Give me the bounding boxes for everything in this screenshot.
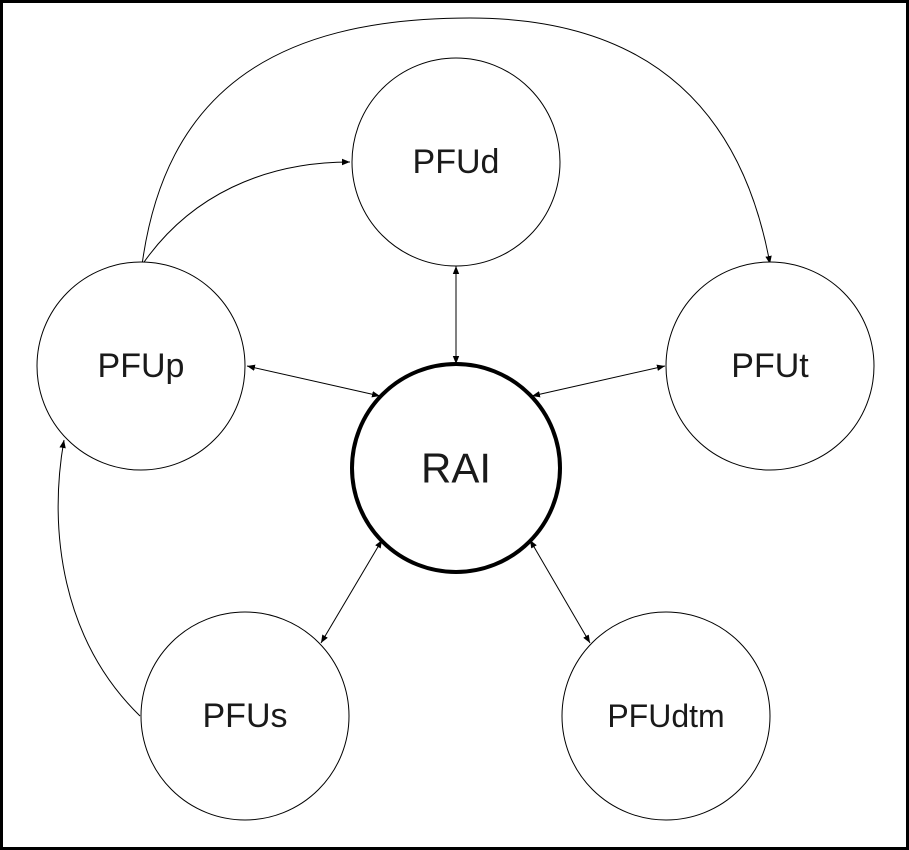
edge-pfup-pfut: [141, 17, 772, 266]
node-pfudtm-label: PFUdtm: [607, 698, 724, 734]
edge-pfudtm-rai: [529, 539, 591, 644]
node-pfudtm-circle: [561, 611, 771, 821]
node-rai-circle: [350, 362, 562, 574]
node-pfup: PFUp: [36, 261, 246, 471]
node-pfup-label: PFUp: [98, 347, 185, 385]
node-pfut: PFUt: [665, 261, 875, 471]
node-pfus-circle: [140, 611, 350, 821]
edge-pfut-rai: [531, 364, 666, 398]
node-pfudtm: PFUdtm: [561, 611, 771, 821]
node-pfud-circle: [351, 57, 561, 267]
node-pfup-circle: [36, 261, 246, 471]
node-pfut-circle: [665, 261, 875, 471]
node-pfus-label: PFUs: [203, 697, 288, 735]
node-pfus: PFUs: [140, 611, 350, 821]
node-rai: RAI: [350, 362, 562, 574]
node-pfud-label: PFUd: [413, 143, 500, 181]
edge-pfus-pfup: [57, 439, 141, 717]
edges-group: [57, 17, 772, 717]
edge-pfus-rai: [320, 539, 383, 644]
edge-pfup-rai: [246, 364, 381, 398]
edge-pfup-pfud: [141, 158, 351, 266]
node-pfut-label: PFUt: [731, 347, 809, 385]
node-pfud: PFUd: [351, 57, 561, 267]
node-rai-label: RAI: [421, 445, 491, 492]
